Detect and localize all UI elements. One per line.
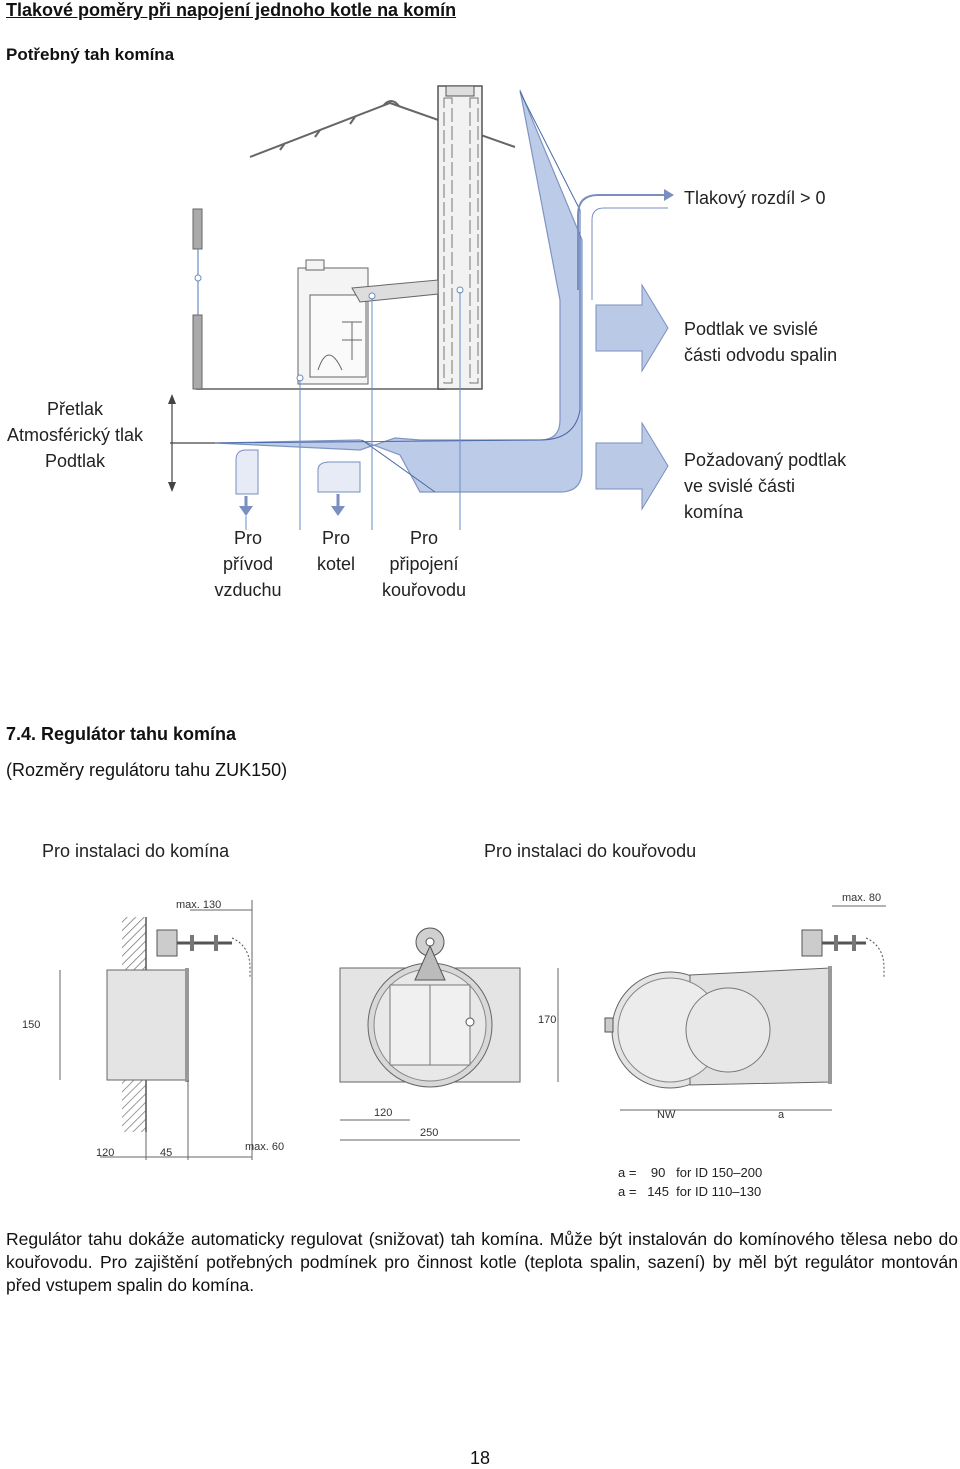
label-boiler: Pro kotel bbox=[316, 528, 356, 574]
dim-45: 45 bbox=[160, 1147, 172, 1159]
view-front bbox=[339, 927, 559, 1141]
a-note-2: a = 145 for ID 110–130 bbox=[618, 1184, 761, 1199]
dim-150: 150 bbox=[22, 1019, 40, 1031]
description-paragraph: Regulátor tahu dokáže automaticky regulo… bbox=[6, 1229, 958, 1295]
view-chimney bbox=[59, 900, 253, 1160]
dim-250: 250 bbox=[420, 1127, 438, 1139]
pressure-diagram bbox=[168, 85, 674, 530]
view-flue bbox=[604, 905, 886, 1111]
page-title: Tlakové poměry při napojení jednoho kotl… bbox=[6, 0, 457, 20]
label-pressure-legend: Přetlak Atmosférický tlak Podtlak bbox=[6, 399, 144, 471]
section-subtitle: (Rozměry regulátoru tahu ZUK150) bbox=[6, 760, 288, 780]
dim-a: a bbox=[778, 1109, 785, 1121]
arrow-upper bbox=[595, 283, 669, 373]
a-note-1: a = 90 for ID 150–200 bbox=[618, 1165, 762, 1180]
label-underpressure-vertical: Podtlak ve svislé části odvodu spalin bbox=[684, 319, 838, 365]
dim-nw: NW bbox=[657, 1109, 676, 1121]
section-title: 7.4. Regulátor tahu komína bbox=[6, 724, 237, 744]
dim-max80: max. 80 bbox=[842, 892, 881, 904]
dim-120b: 120 bbox=[374, 1107, 392, 1119]
dim-max130: max. 130 bbox=[176, 899, 221, 911]
label-required-underpressure: Požadovaný podtlak ve svislé části komín… bbox=[684, 450, 847, 522]
page-subtitle: Potřebný tah komína bbox=[6, 45, 175, 64]
label-flue-connection: Pro připojení kouřovodu bbox=[381, 528, 467, 600]
label-air-supply: Pro přívod vzduchu bbox=[214, 528, 282, 600]
arrow-lower bbox=[595, 421, 669, 511]
dim-max60: max. 60 bbox=[245, 1141, 284, 1153]
chimney-drawing bbox=[437, 85, 483, 390]
label-install-flue: Pro instalaci do kouřovodu bbox=[484, 841, 697, 861]
page-number: 18 bbox=[469, 1448, 491, 1468]
label-install-chimney: Pro instalaci do komína bbox=[42, 841, 230, 861]
dim-170: 170 bbox=[538, 1014, 556, 1026]
label-pressure-diff: Tlakový rozdíl > 0 bbox=[684, 188, 826, 208]
dim-120a: 120 bbox=[96, 1147, 114, 1159]
